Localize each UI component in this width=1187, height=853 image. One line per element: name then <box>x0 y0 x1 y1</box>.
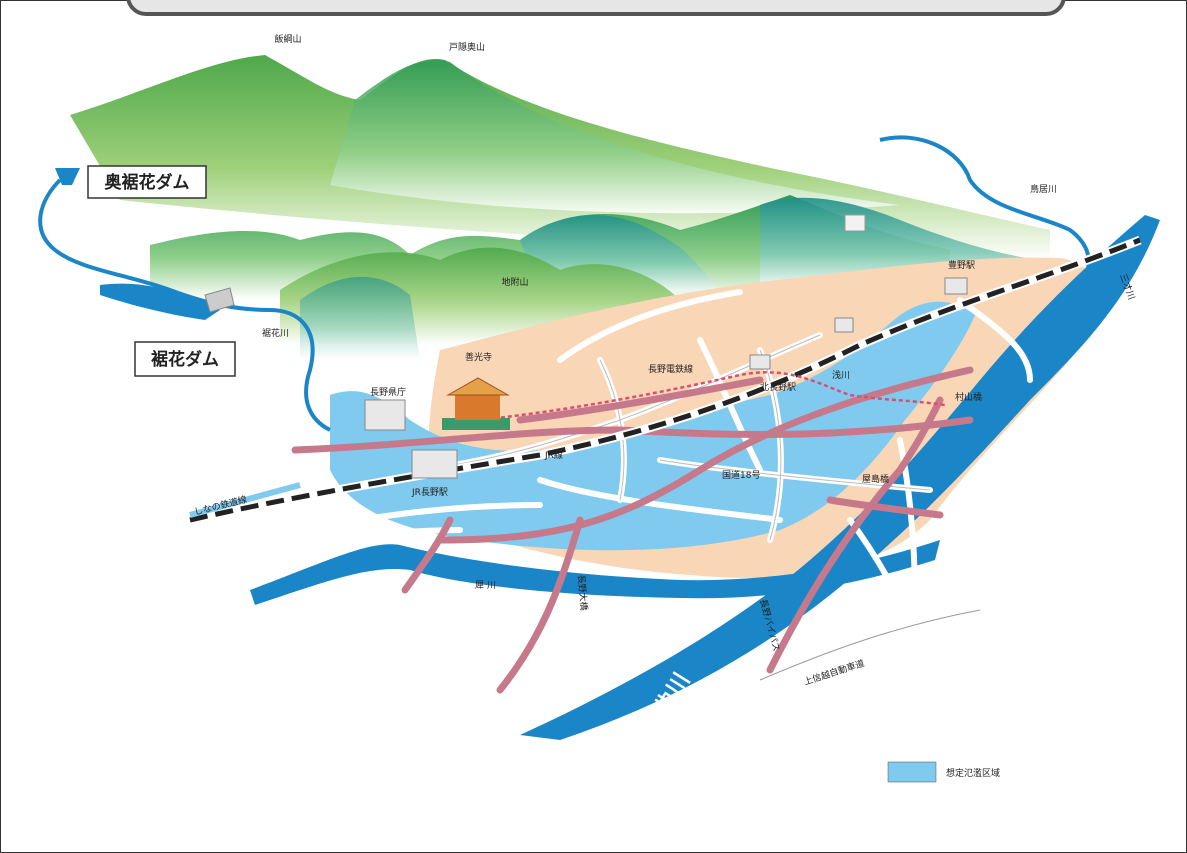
buildings <box>364 214 968 479</box>
susobana-dam-icon <box>204 287 235 313</box>
okususobana-dam-label: 奥裾花ダム <box>87 165 207 199</box>
svg-text:裾花ダム: 裾花ダム <box>151 349 219 370</box>
chikuma-river <box>520 215 1160 740</box>
nagano-dentetsu-label: 長野電鉄線 <box>648 363 693 375</box>
sai-river <box>250 540 940 605</box>
kita-nagano-label: 北長野駅 <box>760 382 796 393</box>
legend-swatch <box>887 761 937 783</box>
sai-river-label: 犀 川 <box>475 580 496 591</box>
mountain-label-2: 戸隠奥山 <box>449 41 485 53</box>
jr-rail-line <box>189 235 1142 525</box>
svg-text:奥裾花ダム: 奥裾花ダム <box>105 172 190 193</box>
murayama-bridge-label: 村山橋 <box>955 391 982 403</box>
flood-zone <box>330 301 975 551</box>
susobana-dam-label: 裾花ダム <box>134 341 236 377</box>
legend: 想定氾濫区域 <box>887 761 1000 783</box>
kairyu-bridge-label: 屋島橋 <box>862 473 889 485</box>
jr-line-label: JR線 <box>544 449 563 461</box>
mountain-label-1: 飯綱山 <box>274 33 301 45</box>
asa-river-label: 浅川 <box>832 369 850 381</box>
torii-river-label: 鳥居川 <box>1030 183 1057 195</box>
shinano-rail-line <box>189 482 301 518</box>
okususobana-dam-icon <box>55 168 80 185</box>
main-roads <box>291 366 974 694</box>
nagano-dentetsu-line <box>479 371 946 422</box>
legend-label: 想定氾濫区域 <box>946 767 1000 779</box>
zenkoji-temple-icon <box>442 377 510 430</box>
pref-office-label: 長野県庁 <box>370 386 406 398</box>
nagano-ohashi-label: 長野大橋 <box>575 574 590 611</box>
mountain-label-3: 地附山 <box>501 276 528 288</box>
asa-river <box>879 135 1091 287</box>
jr-nagano-label: JR長野駅 <box>411 487 448 498</box>
toyono-station-label: 豊野駅 <box>948 259 975 271</box>
susobana-river-label: 裾花川 <box>262 327 289 339</box>
route18-label: 国道18号 <box>722 469 760 481</box>
dam-reservoir <box>100 283 220 320</box>
zenkoji-label: 善光寺 <box>465 351 492 363</box>
